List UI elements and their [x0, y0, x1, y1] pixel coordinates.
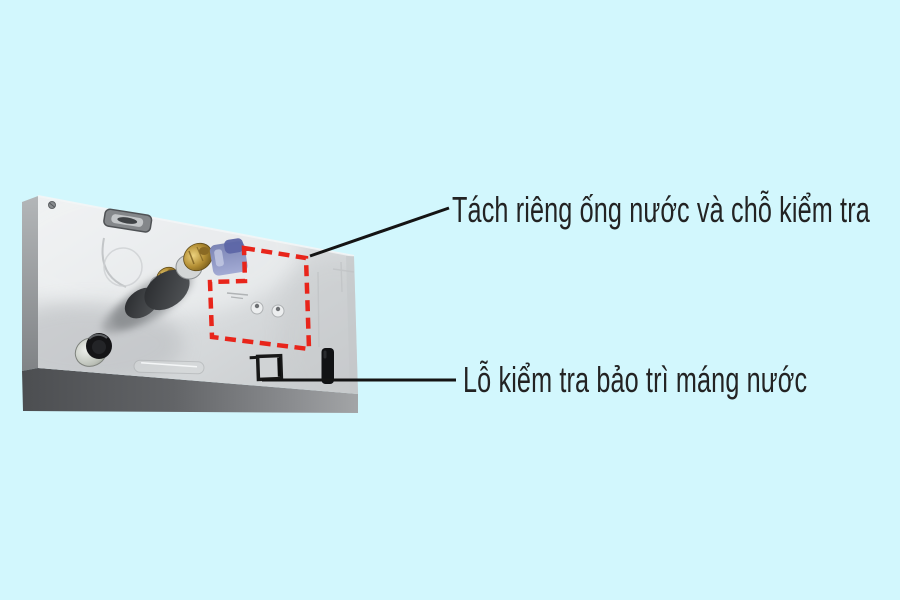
pipe-inspection-highlight-box: [207, 245, 312, 352]
insulated-fitting: [209, 238, 248, 276]
handle-recess: [133, 359, 205, 375]
hanger-bracket: [103, 208, 153, 233]
leader-line-inspection-area: [309, 206, 450, 258]
service-cutout-outline: [101, 237, 143, 288]
annotation-pipe-inspection-area: Tách riêng ống nước và chỗ kiểm tra: [452, 189, 870, 230]
wiring-slot: [321, 348, 334, 384]
unit-bottom-panel: [22, 368, 358, 413]
unit-side-panel: [22, 196, 38, 371]
panel-seams: [317, 261, 355, 348]
screw-grommets: [226, 292, 285, 318]
refrigerant-valve-large: [144, 242, 213, 311]
annotation-maintenance-hole: Lỗ kiểm tra bảo trì máng nước: [463, 359, 808, 400]
panel-screw: [48, 201, 56, 209]
drain-outlet: [74, 333, 112, 367]
